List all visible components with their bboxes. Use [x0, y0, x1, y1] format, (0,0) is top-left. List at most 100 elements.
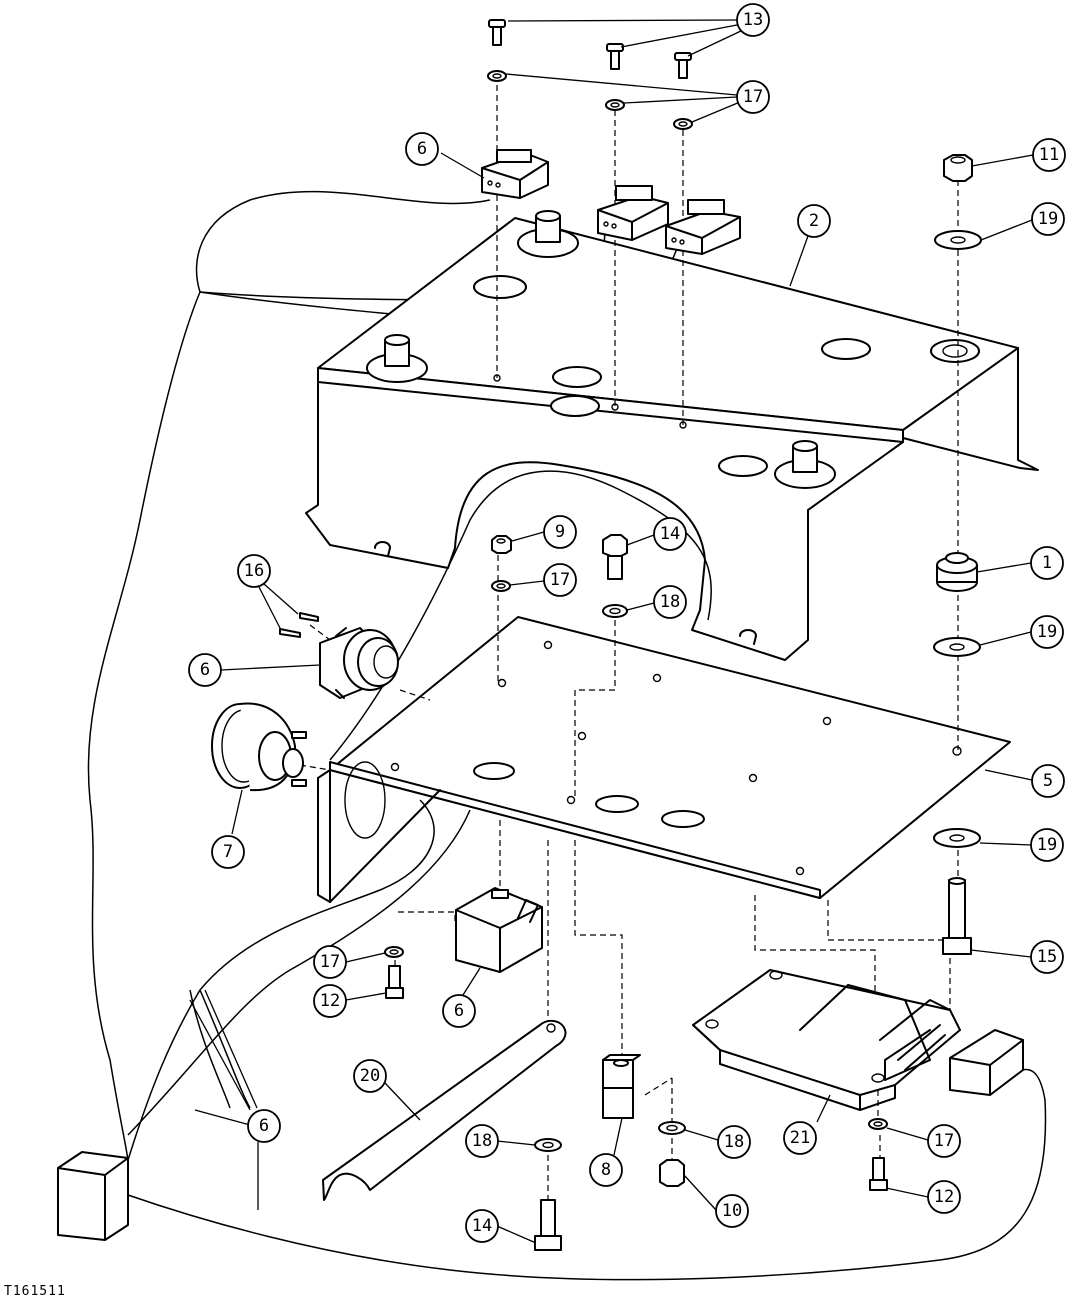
nut-11 [943, 154, 973, 182]
isolator-1 [936, 552, 978, 592]
washer-17-low [384, 946, 404, 958]
bolt-14-top [602, 534, 628, 580]
callout-17: 17 [927, 1124, 961, 1158]
spacer-8 [602, 1054, 641, 1119]
svg-text:19: 19 [1037, 835, 1057, 855]
washer-19-c [933, 828, 981, 848]
screws-13 [488, 19, 692, 79]
washer-18-mid [602, 604, 628, 618]
callout-21: 21 [783, 1121, 817, 1155]
callout-18: 18 [653, 585, 687, 619]
svg-text:14: 14 [472, 1216, 492, 1236]
callout-19: 19 [1031, 202, 1065, 236]
gauge-7 [211, 702, 307, 792]
svg-text:15: 15 [1037, 947, 1057, 967]
washer-19-a [934, 230, 982, 250]
round-connector-6 [279, 612, 399, 699]
callout-bubbles: 13 17 6 11 2 19 9 14 16 17 1 18 19 6 5 7… [188, 3, 1066, 1243]
callout-14: 14 [653, 517, 687, 551]
callout-2: 2 [797, 204, 831, 238]
callout-17: 17 [543, 563, 577, 597]
svg-text:8: 8 [601, 1160, 611, 1180]
washer-17-bottom [868, 1118, 888, 1130]
svg-text:19: 19 [1037, 622, 1057, 642]
svg-text:5: 5 [1043, 771, 1053, 791]
washer-18-a [534, 1138, 562, 1152]
callout-19: 19 [1030, 828, 1064, 862]
washer-18-b [658, 1121, 686, 1135]
relay-6 [455, 887, 543, 973]
callout-9: 9 [543, 515, 577, 549]
callout-10: 10 [715, 1194, 749, 1228]
callout-12: 12 [927, 1180, 961, 1214]
harness-plug-right [949, 1029, 1024, 1096]
svg-text:17: 17 [743, 87, 763, 107]
screw-13-b [606, 43, 624, 70]
controller-21 [692, 969, 961, 1111]
svg-text:1: 1 [1042, 553, 1052, 573]
svg-text:14: 14 [660, 524, 680, 544]
callout-18: 18 [465, 1124, 499, 1158]
callout-11: 11 [1032, 138, 1066, 172]
svg-text:11: 11 [1039, 145, 1059, 165]
bracket-nuts [366, 210, 836, 489]
nut-10 [659, 1159, 685, 1187]
nut-a [517, 210, 579, 258]
svg-text:18: 18 [472, 1131, 492, 1151]
leader-lines [189, 19, 1034, 1244]
callout-20: 20 [353, 1059, 387, 1093]
callout-6: 6 [442, 994, 476, 1028]
callout-15: 15 [1030, 940, 1064, 974]
upper-mounting-bracket [305, 217, 1039, 661]
washer-17-mid [491, 580, 511, 592]
svg-text:6: 6 [200, 660, 210, 680]
bolt-15 [942, 877, 972, 955]
svg-text:2: 2 [809, 211, 819, 231]
connectors-6-top [481, 149, 741, 255]
callout-8: 8 [589, 1153, 623, 1187]
callout-7: 7 [211, 835, 245, 869]
nut-b [366, 334, 428, 383]
lower-mounting-plate [317, 616, 1011, 903]
mid-hardware [491, 534, 628, 618]
svg-text:20: 20 [360, 1066, 380, 1086]
svg-text:10: 10 [722, 1201, 742, 1221]
callout-16: 16 [237, 554, 271, 588]
callout-17: 17 [736, 80, 770, 114]
svg-text:17: 17 [320, 952, 340, 972]
callout-5: 5 [1031, 764, 1065, 798]
callout-19: 19 [1030, 615, 1064, 649]
callout-6: 6 [247, 1109, 281, 1143]
nut-9 [491, 535, 512, 554]
svg-text:17: 17 [934, 1131, 954, 1151]
svg-text:18: 18 [660, 592, 680, 612]
connector-6-b [597, 185, 669, 241]
svg-text:6: 6 [259, 1116, 269, 1136]
callout-12: 12 [313, 984, 347, 1018]
nut-c [774, 440, 836, 489]
screw-12-low [385, 965, 404, 999]
screw-13-a [488, 19, 506, 46]
bottom-hardware [534, 1118, 888, 1251]
callout-1: 1 [1030, 546, 1064, 580]
callout-6: 6 [405, 132, 439, 166]
screw-13-c [674, 52, 692, 79]
harness-plug-left [57, 1151, 129, 1241]
washers-17-top [487, 70, 693, 130]
bolt-14-bottom [534, 1199, 562, 1251]
callout-17: 17 [313, 945, 347, 979]
svg-text:18: 18 [724, 1132, 744, 1152]
connector-6-c [665, 199, 741, 255]
figure-id-label: T161511 [4, 1284, 66, 1299]
callout-18: 18 [717, 1125, 751, 1159]
screw-12-bottom [869, 1157, 888, 1191]
svg-text:12: 12 [934, 1187, 954, 1207]
ground-strap-20 [322, 1019, 567, 1201]
svg-text:16: 16 [244, 561, 264, 581]
svg-text:7: 7 [223, 842, 233, 862]
washer-19-b [933, 637, 981, 657]
screws-16 [279, 612, 319, 638]
svg-text:6: 6 [417, 139, 427, 159]
lower-left-hardware [384, 946, 404, 999]
